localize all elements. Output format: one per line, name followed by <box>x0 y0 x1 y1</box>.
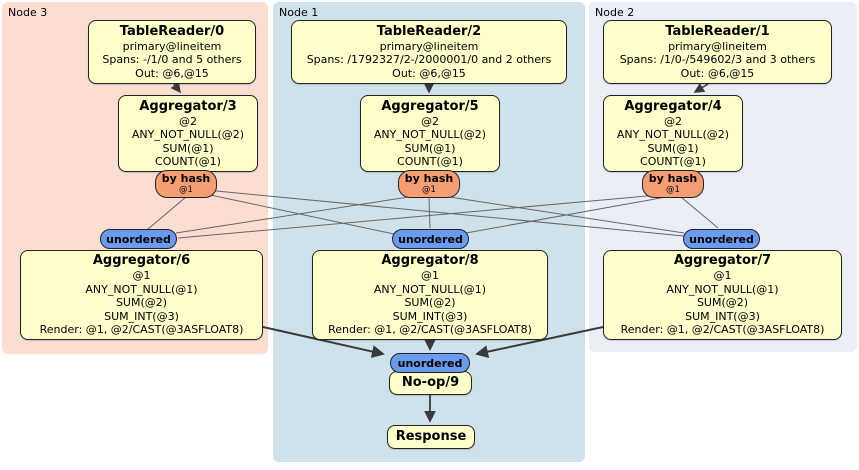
router-by-hash-5: by hash @1 <box>398 170 460 198</box>
processor-line: SUM(@2) <box>115 296 168 310</box>
processor-line: Out: @6,@15 <box>392 66 466 80</box>
processor-line: SUM(@1) <box>162 141 214 155</box>
processor-line: ANY_NOT_NULL(@1) <box>373 282 487 296</box>
processor-tablereader-0: TableReader/0 primary@lineitem Spans: -/… <box>88 20 256 84</box>
processor-line: Spans: -/1/0 and 5 others <box>102 53 242 67</box>
processor-title: Aggregator/8 <box>381 253 479 269</box>
sync-unordered-node2: unordered <box>683 229 760 249</box>
processor-title: Aggregator/4 <box>624 98 722 114</box>
processor-line: @2 <box>421 114 439 128</box>
processor-line: @2 <box>664 114 682 128</box>
processor-line: SUM_INT(@3) <box>392 309 468 323</box>
processor-line: SUM(@2) <box>696 296 749 310</box>
processor-line: primary@lineitem <box>668 39 767 53</box>
processor-line: primary@lineitem <box>379 39 479 53</box>
router-stream-label: @1 <box>422 185 436 195</box>
processor-line: SUM(@2) <box>404 296 456 310</box>
processor-title: Aggregator/3 <box>139 98 237 114</box>
processor-aggregator-6: Aggregator/6 @1 ANY_NOT_NULL(@1) SUM(@2)… <box>20 250 263 340</box>
processor-line: Out: @6,@15 <box>680 66 755 80</box>
processor-line: @2 <box>179 114 197 128</box>
processor-title: TableReader/0 <box>119 23 225 39</box>
processor-line: ANY_NOT_NULL(@1) <box>85 282 198 296</box>
router-label: by hash <box>161 172 211 185</box>
processor-aggregator-4: Aggregator/4 @2 ANY_NOT_NULL(@2) SUM(@1)… <box>603 95 743 172</box>
region-label-node3: Node 3 <box>8 6 48 19</box>
processor-line: ANY_NOT_NULL(@1) <box>666 282 779 296</box>
router-stream-label: @1 <box>179 185 193 195</box>
processor-line: primary@lineitem <box>122 39 222 53</box>
processor-line: Render: @1, @2/CAST(@3ASFLOAT8) <box>39 323 244 337</box>
processor-aggregator-7: Aggregator/7 @1 ANY_NOT_NULL(@1) SUM(@2)… <box>603 250 842 340</box>
processor-line: SUM(@1) <box>647 141 699 155</box>
router-by-hash-4: by hash @1 <box>642 170 704 198</box>
router-label: by hash <box>648 172 698 185</box>
router-stream-label: @1 <box>666 185 680 195</box>
processor-aggregator-8: Aggregator/8 @1 ANY_NOT_NULL(@1) SUM(@2)… <box>312 250 548 340</box>
region-label-node1: Node 1 <box>279 6 319 19</box>
processor-noop: No-op/9 <box>389 371 472 395</box>
sync-unordered-node3: unordered <box>100 229 177 249</box>
router-by-hash-3: by hash @1 <box>155 170 217 198</box>
processor-line: @1 <box>713 269 732 283</box>
processor-title: Aggregator/7 <box>673 253 772 269</box>
processor-line: SUM_INT(@3) <box>104 309 179 323</box>
router-label: by hash <box>404 172 454 185</box>
processor-title: Aggregator/6 <box>92 253 191 269</box>
processor-title: No-op/9 <box>401 375 460 390</box>
region-label-node2: Node 2 <box>595 6 635 19</box>
processor-line: Out: @6,@15 <box>135 66 209 80</box>
processor-line: SUM(@1) <box>404 141 456 155</box>
processor-line: ANY_NOT_NULL(@2) <box>373 128 487 141</box>
processor-line: SUM_INT(@3) <box>685 309 760 323</box>
processor-line: Spans: /1792327/2-/2000001/0 and 2 other… <box>306 53 552 67</box>
processor-line: COUNT(@1) <box>155 155 221 168</box>
processor-title: TableReader/1 <box>665 23 770 39</box>
processor-line: @1 <box>132 269 151 283</box>
sync-unordered-node1: unordered <box>392 229 469 249</box>
processor-line: ANY_NOT_NULL(@2) <box>131 128 245 141</box>
processor-line: Spans: /1/0-/549602/3 and 3 others <box>619 53 816 67</box>
processor-aggregator-3: Aggregator/3 @2 ANY_NOT_NULL(@2) SUM(@1)… <box>118 95 258 172</box>
processor-line: @1 <box>421 269 439 283</box>
processor-tablereader-1: TableReader/1 primary@lineitem Spans: /1… <box>603 20 832 84</box>
processor-line: Render: @1, @2/CAST(@3ASFLOAT8) <box>328 323 532 337</box>
processor-aggregator-5: Aggregator/5 @2 ANY_NOT_NULL(@2) SUM(@1)… <box>360 95 500 172</box>
processor-title: TableReader/2 <box>376 23 482 39</box>
processor-line: COUNT(@1) <box>640 155 706 168</box>
processor-line: COUNT(@1) <box>397 155 463 168</box>
processor-line: ANY_NOT_NULL(@2) <box>616 128 730 141</box>
sync-unordered-final: unordered <box>390 353 470 373</box>
processor-tablereader-2: TableReader/2 primary@lineitem Spans: /1… <box>291 20 567 84</box>
processor-title: Aggregator/5 <box>381 98 479 114</box>
processor-title: Response <box>395 429 467 444</box>
processor-line: Render: @1, @2/CAST(@3ASFLOAT8) <box>620 323 825 337</box>
processor-response: Response <box>387 425 475 449</box>
